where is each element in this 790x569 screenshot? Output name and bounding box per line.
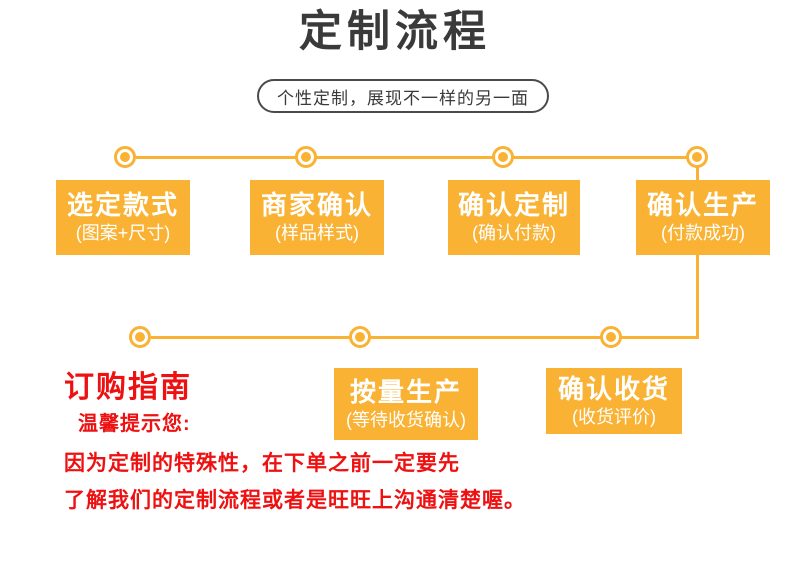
flow-line-row2 xyxy=(151,336,699,339)
flow-line-row1 xyxy=(136,156,698,159)
flow-node-5 xyxy=(129,326,151,348)
page-title: 定制流程 xyxy=(299,8,491,56)
step-box-2[interactable]: 商家确认 (样品样式) xyxy=(250,180,384,255)
flow-node-4 xyxy=(686,146,708,168)
flow-node-1 xyxy=(114,146,136,168)
subtitle-text: 个性定制，展现不一样的另一面 xyxy=(277,88,529,108)
subtitle-pill: 个性定制，展现不一样的另一面 xyxy=(257,79,549,113)
step-box-5-title: 按量生产 xyxy=(349,376,462,407)
step-box-4-subtitle: (付款成功) xyxy=(661,223,745,244)
step-box-1-subtitle: (图案+尺寸) xyxy=(75,223,171,244)
step-box-6[interactable]: 确认收货 (收货评价) xyxy=(546,368,682,434)
step-box-3[interactable]: 确认定制 (确认付款) xyxy=(448,180,580,255)
step-box-6-subtitle: (收货评价) xyxy=(572,406,656,427)
step-box-4[interactable]: 确认生产 (付款成功) xyxy=(636,180,770,255)
step-box-2-subtitle: (样品样式) xyxy=(275,223,359,244)
step-box-1-title: 选定款式 xyxy=(66,190,179,221)
guide-note-line-1: 因为定制的特殊性，在下单之前一定要先 xyxy=(64,452,460,475)
step-box-1[interactable]: 选定款式 (图案+尺寸) xyxy=(56,180,190,255)
step-box-6-title: 确认收货 xyxy=(557,373,670,404)
step-box-5-subtitle: (等待收货确认) xyxy=(346,409,466,430)
flow-node-7 xyxy=(600,326,622,348)
guide-subtitle: 温馨提示您: xyxy=(78,413,191,435)
step-box-3-title: 确认定制 xyxy=(457,190,570,221)
flow-node-3 xyxy=(492,146,514,168)
step-box-5[interactable]: 按量生产 (等待收货确认) xyxy=(334,368,478,440)
step-box-4-title: 确认生产 xyxy=(646,190,759,221)
step-box-3-subtitle: (确认付款) xyxy=(472,223,556,244)
step-box-2-title: 商家确认 xyxy=(260,190,373,221)
guide-note-line-2: 了解我们的定制流程或者是旺旺上沟通清楚喔。 xyxy=(64,489,526,512)
guide-title: 订购指南 xyxy=(64,371,192,404)
flow-node-2 xyxy=(295,146,317,168)
flow-node-6 xyxy=(349,326,371,348)
